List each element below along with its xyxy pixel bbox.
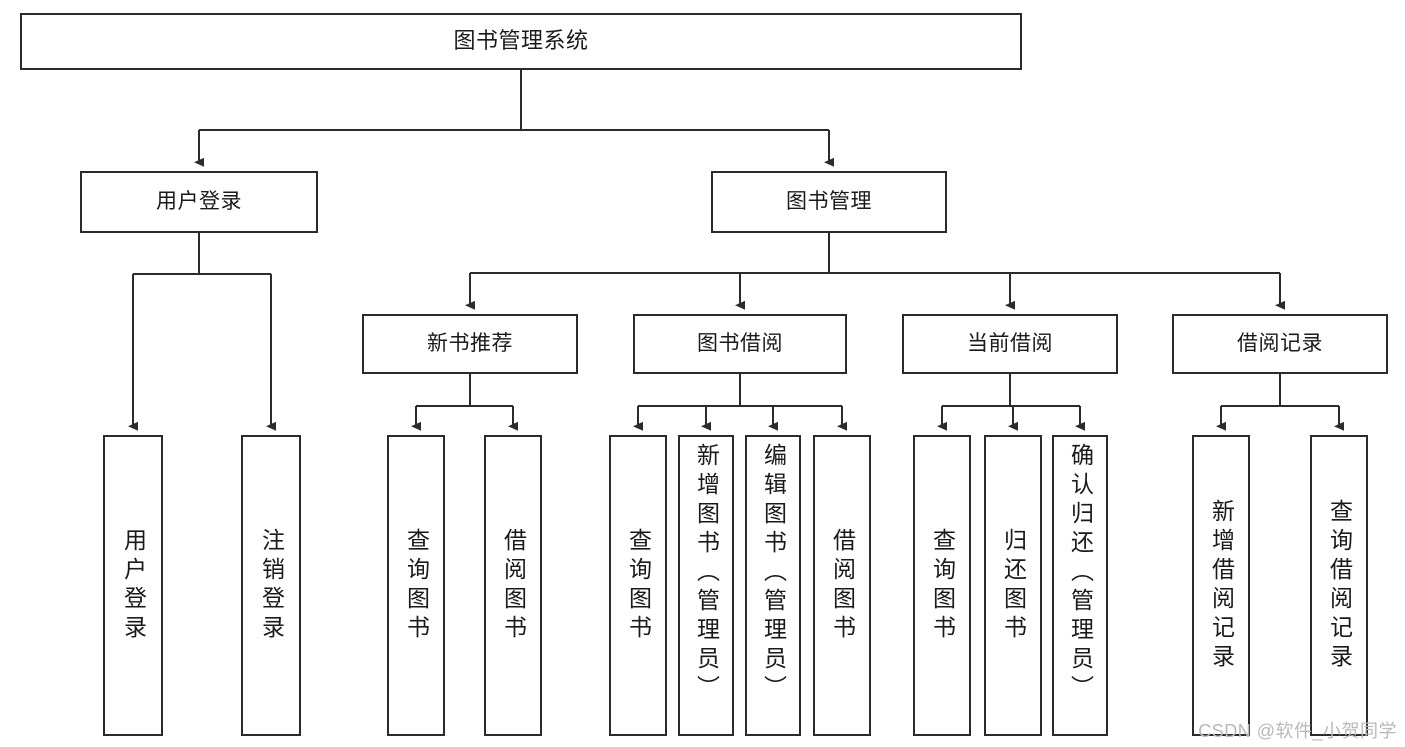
node-current-borrow[interactable]: 当前借阅 — [902, 314, 1118, 374]
node-book-manage[interactable]: 图书管理 — [711, 171, 947, 233]
node-label: 借阅记录 — [1237, 332, 1323, 356]
node-label: 查询图书 — [625, 527, 652, 644]
node-label: 新书推荐 — [427, 332, 513, 356]
node-label: 查询图书 — [929, 527, 956, 644]
node-label: 归还图书 — [1000, 527, 1027, 644]
node-leaf-confirm-return[interactable]: 确认归还（管理员） — [1052, 435, 1108, 736]
node-label: 当前借阅 — [967, 332, 1053, 356]
node-label: 用户登录 — [156, 190, 242, 214]
csdn-watermark: CSDN @软件_小贺同学 — [1198, 721, 1397, 741]
node-label: 编辑图书（管理员） — [760, 443, 787, 704]
node-leaf-query-book-1[interactable]: 查询图书 — [387, 435, 445, 736]
node-book-borrow[interactable]: 图书借阅 — [633, 314, 847, 374]
node-leaf-user-login[interactable]: 用户登录 — [103, 435, 163, 736]
node-leaf-query-record[interactable]: 查询借阅记录 — [1310, 435, 1368, 736]
node-leaf-borrow-book-1[interactable]: 借阅图书 — [484, 435, 542, 736]
node-leaf-query-book-3[interactable]: 查询图书 — [913, 435, 971, 736]
node-label: 注销登录 — [258, 527, 285, 644]
node-leaf-logout[interactable]: 注销登录 — [241, 435, 301, 736]
node-label: 借阅图书 — [500, 527, 527, 644]
node-leaf-query-book-2[interactable]: 查询图书 — [609, 435, 667, 736]
node-borrow-record[interactable]: 借阅记录 — [1172, 314, 1388, 374]
node-label: 图书管理 — [786, 190, 872, 214]
node-root[interactable]: 图书管理系统 — [20, 13, 1022, 70]
node-label: 新增借阅记录 — [1208, 498, 1235, 673]
node-leaf-borrow-book-2[interactable]: 借阅图书 — [813, 435, 871, 736]
node-label: 查询图书 — [403, 527, 430, 644]
node-label: 新增图书（管理员） — [693, 443, 720, 704]
node-label: 图书管理系统 — [453, 28, 589, 54]
node-label: 图书借阅 — [697, 332, 783, 356]
node-leaf-return-book[interactable]: 归还图书 — [984, 435, 1042, 736]
node-label: 用户登录 — [120, 527, 147, 644]
node-label: 借阅图书 — [829, 527, 856, 644]
node-leaf-edit-book[interactable]: 编辑图书（管理员） — [745, 435, 801, 736]
node-user-login[interactable]: 用户登录 — [80, 171, 318, 233]
node-label: 查询借阅记录 — [1326, 498, 1353, 673]
node-leaf-add-record[interactable]: 新增借阅记录 — [1192, 435, 1250, 736]
node-label: 确认归还（管理员） — [1067, 443, 1094, 704]
node-leaf-add-book[interactable]: 新增图书（管理员） — [678, 435, 734, 736]
node-new-book-rec[interactable]: 新书推荐 — [362, 314, 578, 374]
